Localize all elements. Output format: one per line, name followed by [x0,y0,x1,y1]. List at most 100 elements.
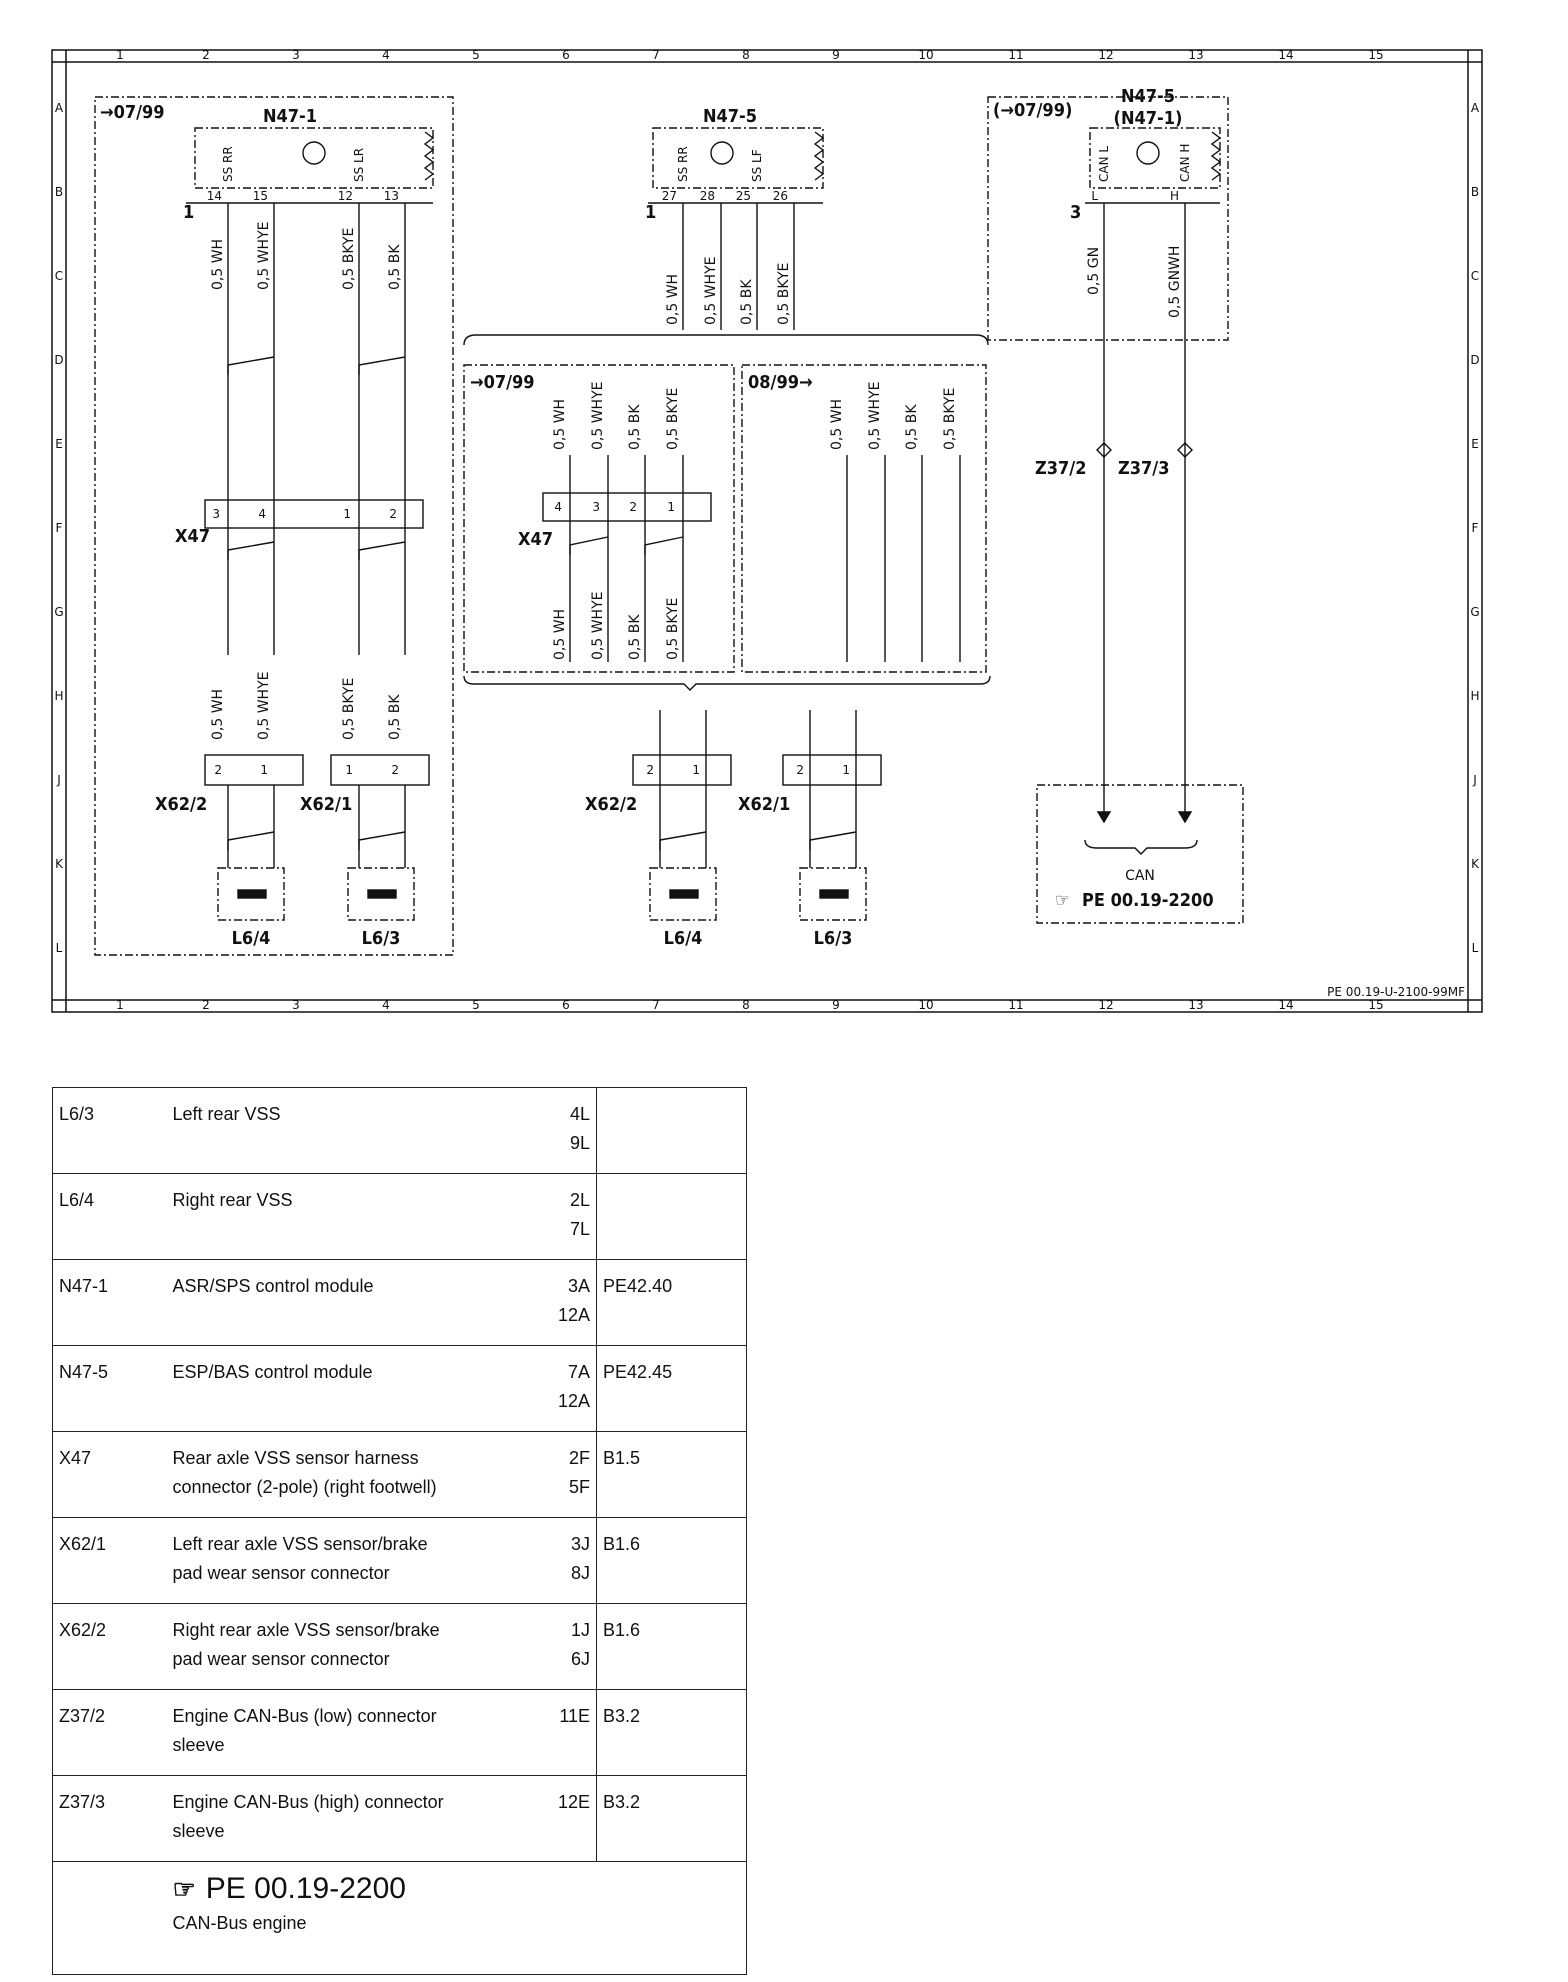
pin-label: 1 [260,763,268,777]
can-label: CAN [1125,868,1155,884]
legend-description: sleeve [172,1735,225,1755]
wire-label: 0,5 BKYE [665,598,681,660]
wire-label: 0,5 WHYE [703,257,719,325]
module-label: (N47-1) [1114,108,1183,129]
sensor-label: L6/4 [232,928,271,949]
legend-location: 8J [571,1563,591,1583]
grid-column-label: 13 [1188,998,1203,1012]
legend-description: connector (2-pole) (right footwell) [172,1477,437,1497]
grid-row-label: A [55,101,64,115]
pin-label: 3 [592,500,600,514]
wire-label: 0,5 BK [627,404,643,450]
pin-label: L [1091,189,1098,203]
grid-row-label: J [56,773,61,787]
legend-location: 3A [568,1276,591,1296]
grid-row-label: D [54,353,63,367]
legend-location: 6J [571,1649,591,1669]
grid-column-label: 9 [832,998,840,1012]
legend-row: Z37/2 Engine CAN-Bus (low) connector sleev… [52,1689,747,1776]
legend-description: Rear axle VSS sensor harness [172,1448,419,1468]
grid-column-label: 4 [382,998,390,1012]
pin-label: 2 [214,763,222,777]
grid-column-label: 3 [292,48,300,62]
grid-column-label: 13 [1188,48,1203,62]
connector-label: X47 [175,526,210,547]
wire-label: 0,5 BK [904,404,920,450]
pin-label: 1 [345,763,353,777]
grid-frame [51,49,1483,1013]
pin-label: 2 [796,763,804,777]
grid-row-label: L [1472,941,1479,955]
module-label: N47-1 [263,106,317,127]
pin-label: 1 [343,507,351,521]
grid-row-label: H [1470,689,1479,703]
wire-label: 0,5 BKYE [776,263,792,325]
grid-column-label: 6 [562,48,570,62]
legend-description: Engine CAN-Bus (low) connector [172,1706,437,1726]
legend-reference: PE42.40 [603,1276,673,1296]
wire-label: 0,5 WHYE [867,382,883,450]
grid-column-label: 7 [652,48,660,62]
pin-label: 15 [253,189,268,203]
grid-row-label: G [54,605,63,619]
legend-location: 4L [570,1104,591,1124]
module-label: N47-5 [1121,86,1175,107]
wire-label: 0,5 WH [210,689,226,740]
connector-label: X62/1 [738,794,790,815]
module-label: N47-5 [703,106,757,127]
grid-column-label: 8 [742,998,750,1012]
pin-label: 2 [389,507,397,521]
grid-row-label: J [1472,773,1477,787]
grid-row-label: D [1470,353,1479,367]
date-range-label: →07/99 [470,372,535,393]
wire-label: 0,5 GN [1086,247,1102,295]
legend-description: Left rear axle VSS sensor/brake [172,1534,428,1554]
drawing-id: PE 00.19-U-2100-99MF [1327,985,1465,999]
legend-code: L6/3 [59,1104,95,1124]
date-range-label: →07/99 [100,102,165,123]
pin-label: 12 [338,189,353,203]
grid-column-label: 14 [1278,998,1293,1012]
legend-location: 2F [569,1448,591,1468]
legend-footer-sub: CAN-Bus engine [172,1913,307,1933]
pin-label: 4 [258,507,266,521]
legend-reference: B1.5 [603,1448,641,1468]
legend-location: 11E [559,1706,591,1726]
grid-row-label: E [1471,437,1479,451]
grid-row-label: H [54,689,63,703]
legend-code: X62/1 [59,1534,107,1554]
left-module-group [94,96,454,956]
wire-label: 0,5 BK [627,614,643,660]
connector-label: X62/1 [300,794,352,815]
connector-label: X47 [518,529,553,550]
sensor-signal-label: SS LR [352,148,366,182]
legend-description: Right rear VSS [172,1190,293,1210]
legend-code: Z37/2 [59,1706,106,1726]
grid-row-label: F [56,521,63,535]
grid-column-label: 9 [832,48,840,62]
legend-code: Z37/3 [59,1792,106,1812]
pin-label: 3 [212,507,220,521]
right-module-group [987,96,1244,924]
legend-location: 12A [558,1391,591,1411]
pointing-hand-icon: ☞ [172,1874,196,1904]
connector-sleeve-label: Z37/2 [1035,458,1086,479]
wire-label: 0,5 WHYE [590,382,606,450]
grid-column-label: 10 [918,48,933,62]
wire-label: 0,5 BK [387,244,403,290]
grid-column-label: 1 [116,48,124,62]
pin-label: 4 [554,500,562,514]
grid-column-label: 14 [1278,48,1293,62]
legend-code: X62/2 [59,1620,107,1640]
pin-group-label: 1 [183,202,194,223]
wire-label: 0,5 WH [665,274,681,325]
pin-label: 2 [391,763,399,777]
wire-label: 0,5 BK [387,694,403,740]
legend-code: N47-1 [59,1276,109,1296]
